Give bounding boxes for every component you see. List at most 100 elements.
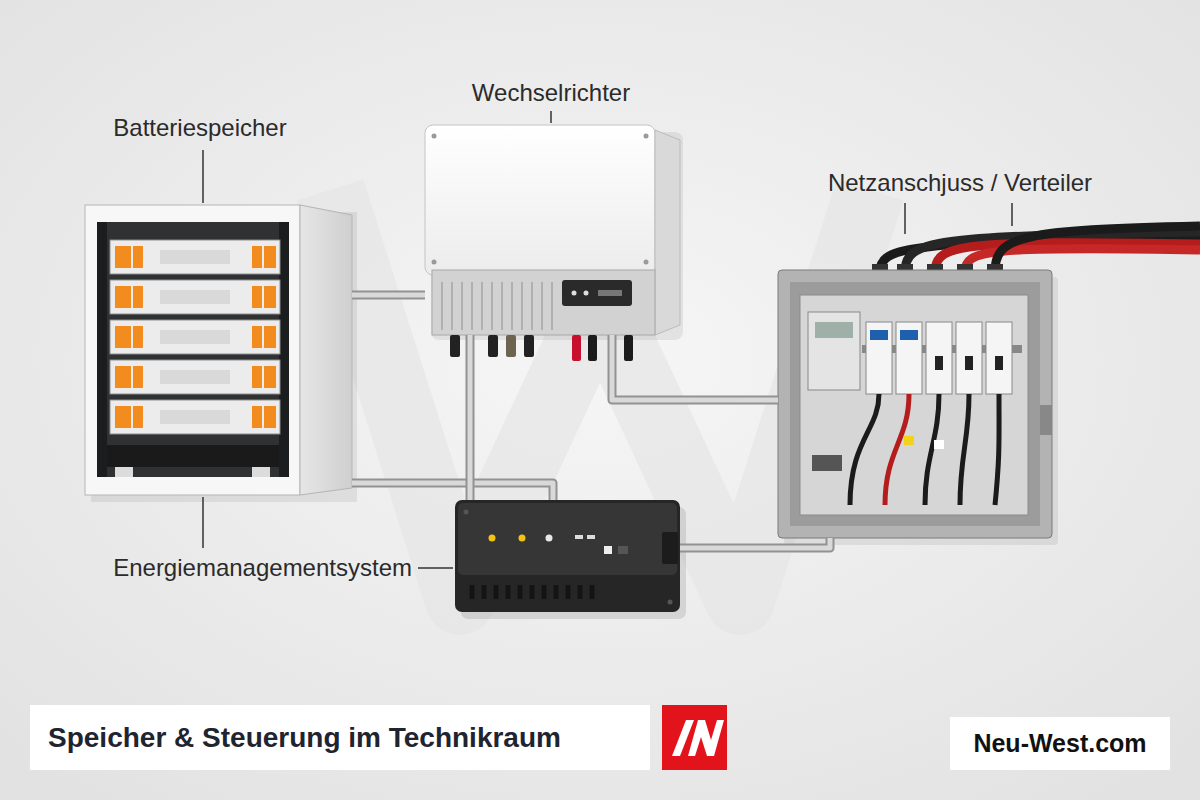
conduit-outline xyxy=(352,483,553,500)
terminal xyxy=(264,246,276,268)
terminal xyxy=(115,286,131,308)
supply-cable xyxy=(935,243,1200,272)
leader-line xyxy=(1011,203,1013,226)
module-body xyxy=(110,240,280,274)
cabinet-front xyxy=(85,205,300,495)
supply-cable xyxy=(905,232,1200,272)
breaker xyxy=(896,322,922,394)
conduits xyxy=(352,295,830,548)
website-credit-box: Neu-West.com xyxy=(950,717,1170,770)
leader-line xyxy=(202,497,204,548)
conduit-core xyxy=(352,293,425,298)
conduit-core xyxy=(468,335,473,500)
rack-rail xyxy=(97,222,107,477)
cabinet-housing xyxy=(778,270,1052,538)
dc-connector xyxy=(624,335,633,361)
dc-connector xyxy=(572,335,581,361)
conduit xyxy=(680,538,830,548)
screw xyxy=(432,134,437,139)
module-plate xyxy=(160,250,230,264)
module-plate xyxy=(160,290,230,304)
status-display xyxy=(598,290,622,296)
dc-connector xyxy=(588,335,597,361)
terminal xyxy=(133,366,143,388)
conduit-outline xyxy=(612,335,778,400)
ems-device xyxy=(455,500,686,619)
cable-port xyxy=(662,532,678,564)
cable-connector xyxy=(506,335,516,357)
cable-connector xyxy=(450,335,460,357)
wire-marker xyxy=(934,440,944,449)
leader-line xyxy=(202,150,204,203)
wire xyxy=(995,394,999,505)
status-led xyxy=(489,535,496,542)
inverter-side xyxy=(655,130,680,335)
breaker-tag xyxy=(900,330,918,340)
terminal-block xyxy=(812,455,842,471)
title: Speicher & Steuerung im Technikraum xyxy=(48,722,561,754)
terminal xyxy=(252,326,262,348)
breaker-tag xyxy=(870,330,888,340)
ems-body xyxy=(455,500,680,612)
terminal xyxy=(115,246,131,268)
port xyxy=(618,546,628,554)
leader-line xyxy=(904,203,906,234)
wire xyxy=(925,394,939,505)
terminal xyxy=(264,326,276,348)
wire xyxy=(885,394,909,505)
conduit xyxy=(352,483,553,500)
conduit-core xyxy=(612,335,778,400)
terminal xyxy=(133,406,143,428)
screw xyxy=(644,260,649,265)
heat-sink xyxy=(432,270,655,335)
terminal xyxy=(115,366,131,388)
module-body xyxy=(110,280,280,314)
conduit-outline xyxy=(466,335,475,500)
wire xyxy=(960,394,969,505)
cabinet-recess xyxy=(790,282,1040,526)
cable-connector xyxy=(488,335,498,357)
battery-module xyxy=(110,360,280,394)
supply-cable xyxy=(995,226,1200,272)
module-plate xyxy=(160,330,230,344)
breaker-toggle xyxy=(965,356,973,370)
breaker-toggle xyxy=(935,356,943,370)
terminal xyxy=(133,286,143,308)
rack-tray xyxy=(107,445,279,467)
leader-line xyxy=(550,111,552,123)
vent-slots xyxy=(472,585,592,599)
screw xyxy=(464,510,469,515)
breaker xyxy=(956,322,982,394)
component-label: Energiemanagementsystem xyxy=(113,554,412,583)
conduit-outline xyxy=(352,291,425,300)
screw xyxy=(432,260,437,265)
conduit-core xyxy=(352,483,553,500)
conduit xyxy=(352,295,425,296)
inverter-body xyxy=(425,125,655,275)
inverter-unit xyxy=(425,125,683,361)
energy-management-system: Energiemanagementsystem xyxy=(455,500,680,612)
distribution-box: Netzanschjuss / Verteiler xyxy=(778,270,1052,538)
inverter: Wechselrichter xyxy=(425,125,680,335)
status-panel xyxy=(562,280,632,306)
website-credit: Neu-West.com xyxy=(973,729,1146,758)
cable-connector xyxy=(524,335,534,357)
screw xyxy=(668,600,673,605)
status-led xyxy=(546,535,553,542)
battery-module xyxy=(110,400,280,434)
indicator xyxy=(587,535,595,539)
conduit-core xyxy=(680,538,830,548)
mounting-plate xyxy=(800,295,1028,515)
terminal xyxy=(252,286,262,308)
battery-storage: Batteriespeicher xyxy=(85,205,352,495)
breaker xyxy=(866,322,892,394)
terminal xyxy=(264,366,276,388)
indicator xyxy=(575,535,583,539)
brand-logo xyxy=(662,705,727,770)
shadow xyxy=(784,277,1058,545)
terminal xyxy=(133,246,143,268)
indicator xyxy=(604,546,612,554)
leader-line xyxy=(418,567,453,569)
rack-foot xyxy=(252,467,270,477)
breaker-toggle xyxy=(995,356,1003,370)
